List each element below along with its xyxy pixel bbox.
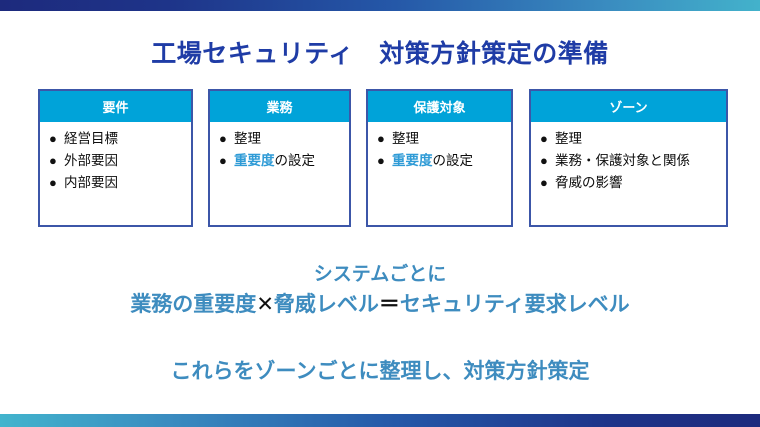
card-header-requirements: 要件: [40, 91, 191, 122]
formula-result: セキュリティ要求レベル: [399, 293, 630, 316]
bullet-icon: ●: [540, 153, 548, 168]
list-item-text: 脅威の影響: [555, 175, 623, 190]
list-item: ● 重要度の設定: [368, 150, 511, 172]
list-item-text: の設定: [274, 153, 316, 168]
list-item-text: 整理: [555, 131, 582, 146]
list-item-text: 外部要因: [64, 153, 118, 168]
multiply-icon: ✕: [256, 293, 274, 316]
card-header-protected-assets: 保護対象: [368, 91, 511, 122]
formula-term-1: 業務の重要度: [130, 293, 257, 316]
bullet-icon: ●: [219, 131, 227, 146]
list-item: ● 整理: [531, 128, 726, 150]
card-header-business: 業務: [210, 91, 349, 122]
bullet-icon: ●: [377, 131, 385, 146]
equals-icon: ＝: [378, 293, 400, 316]
formula-term-2: 脅威レベル: [273, 293, 379, 316]
bottom-gradient-bar: [0, 414, 760, 427]
conclusion-line-1: システムごとに: [313, 264, 447, 285]
list-item-text: 内部要因: [64, 175, 118, 190]
conclusion-formula: 業務の重要度✕脅威レベル＝セキュリティ要求レベル: [0, 288, 760, 318]
top-gradient-bar: [0, 0, 760, 11]
list-item: ● 整理: [210, 128, 349, 150]
card-list-zone: ● 整理 ● 業務・保護対象と関係 ● 脅威の影響: [531, 128, 726, 194]
list-item: ● 内部要因: [40, 172, 191, 194]
list-item: ● 脅威の影響: [531, 172, 726, 194]
card-list-protected-assets: ● 整理 ● 重要度の設定: [368, 128, 511, 172]
card-protected-assets[interactable]: 保護対象 ● 整理 ● 重要度の設定: [366, 89, 513, 227]
card-zone[interactable]: ゾーン ● 整理 ● 業務・保護対象と関係 ● 脅威の影響: [529, 89, 728, 227]
list-item-highlight: 重要度: [234, 153, 275, 168]
list-item-text: 整理: [392, 131, 419, 146]
conclusion-line-3: これらをゾーンごとに整理し、対策方針策定: [170, 360, 590, 383]
bullet-icon: ●: [49, 153, 57, 168]
bullet-icon: ●: [219, 153, 227, 168]
card-list-business: ● 整理 ● 重要度の設定: [210, 128, 349, 172]
list-item: ● 経営目標: [40, 128, 191, 150]
card-list-requirements: ● 経営目標 ● 外部要因 ● 内部要因: [40, 128, 191, 194]
card-body-zone: ● 整理 ● 業務・保護対象と関係 ● 脅威の影響: [531, 122, 726, 225]
list-item: ● 重要度の設定: [210, 150, 349, 172]
list-item: ● 整理: [368, 128, 511, 150]
card-body-requirements: ● 経営目標 ● 外部要因 ● 内部要因: [40, 122, 191, 225]
list-item-highlight: 重要度: [392, 153, 433, 168]
bullet-icon: ●: [540, 131, 548, 146]
list-item: ● 外部要因: [40, 150, 191, 172]
card-header-zone: ゾーン: [531, 91, 726, 122]
card-requirements[interactable]: 要件 ● 経営目標 ● 外部要因 ● 内部要因: [38, 89, 193, 227]
bullet-icon: ●: [377, 153, 385, 168]
list-item-text: 整理: [234, 131, 261, 146]
bullet-icon: ●: [49, 131, 57, 146]
list-item-text: 業務・保護対象と関係: [555, 153, 690, 168]
list-item-text: の設定: [432, 153, 474, 168]
card-body-protected-assets: ● 整理 ● 重要度の設定: [368, 122, 511, 225]
list-item-text: 経営目標: [64, 131, 118, 146]
card-body-business: ● 整理 ● 重要度の設定: [210, 122, 349, 225]
bullet-icon: ●: [540, 175, 548, 190]
card-row: 要件 ● 経営目標 ● 外部要因 ● 内部要因 業務: [38, 89, 728, 229]
card-business[interactable]: 業務 ● 整理 ● 重要度の設定: [208, 89, 351, 227]
page-title: 工場セキュリティ 対策方針策定の準備: [151, 40, 609, 68]
list-item: ● 業務・保護対象と関係: [531, 150, 726, 172]
bullet-icon: ●: [49, 175, 57, 190]
